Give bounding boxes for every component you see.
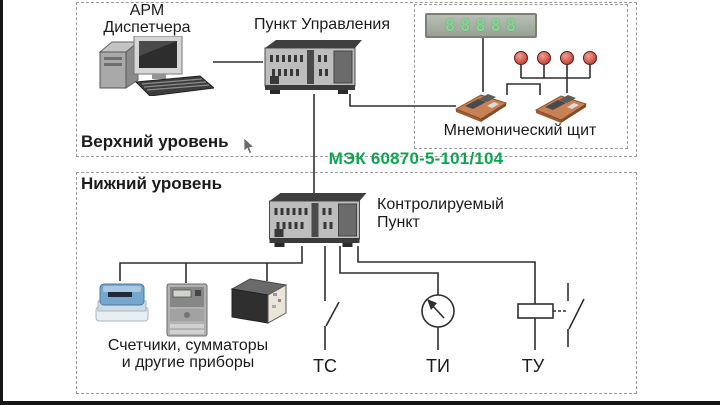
controlled-point-label-line2: Пункт xyxy=(377,214,420,231)
cursor-icon xyxy=(243,138,255,155)
indicator-lamp xyxy=(560,51,574,65)
dispatcher-workstation xyxy=(98,36,214,96)
display-digits: 88888 xyxy=(444,15,522,36)
digital-display: 88888 xyxy=(425,13,537,38)
control-point-label: Пункт Управления xyxy=(254,16,390,33)
workstation-label: АРМ Диспетчера xyxy=(92,2,202,36)
left-edge-bar xyxy=(0,0,3,405)
counters-caption-line1: Счетчики, сумматоры xyxy=(107,337,269,354)
indicator-lamp xyxy=(514,51,528,65)
counters-bus-lines xyxy=(119,246,303,283)
energy-meter xyxy=(166,283,208,337)
upper-level-box xyxy=(76,2,637,157)
bottom-edge-bar xyxy=(0,401,720,405)
ts-label: ТС xyxy=(313,356,337,376)
controlled-point-label-line1: Контролируемый xyxy=(377,196,504,213)
mnemonic-panel-box xyxy=(414,4,628,149)
tu-label: ТУ xyxy=(521,356,545,376)
line-module1-to-module2 xyxy=(506,83,541,95)
lamp-bus-lines xyxy=(520,65,591,93)
workstation-label-line2: Диспетчера xyxy=(103,19,191,36)
counter-device xyxy=(95,283,149,322)
workstation-label-line1: АРМ xyxy=(129,2,165,19)
tu-relay-symbol xyxy=(357,246,585,350)
control-point-device xyxy=(264,40,362,94)
counters-caption-line2: и другие приборы xyxy=(121,354,255,371)
io-module xyxy=(534,95,588,123)
ts-switch-symbol xyxy=(324,246,340,350)
io-module xyxy=(454,94,508,122)
lower-level-box xyxy=(76,172,637,394)
indicator-lamp xyxy=(537,51,551,65)
ti-gauge-symbol xyxy=(339,246,455,350)
protocol-label: МЭК 60870-5-101/104 xyxy=(328,149,504,168)
lower-level-label: Нижний уровень xyxy=(81,174,223,193)
counters-caption: Счетчики, сумматоры и другие приборы xyxy=(88,337,288,371)
controlled-point-device xyxy=(269,193,367,247)
ti-label: ТИ xyxy=(426,356,450,376)
mnemonic-panel-label: Мнемонический щит xyxy=(443,122,597,139)
recorder-device xyxy=(230,278,288,324)
controlled-point-label: Контролируемый Пункт xyxy=(377,196,504,232)
indicator-lamp xyxy=(583,51,597,65)
line-control-point-to-module1 xyxy=(349,94,456,107)
upper-level-label: Верхний уровень xyxy=(81,132,229,151)
